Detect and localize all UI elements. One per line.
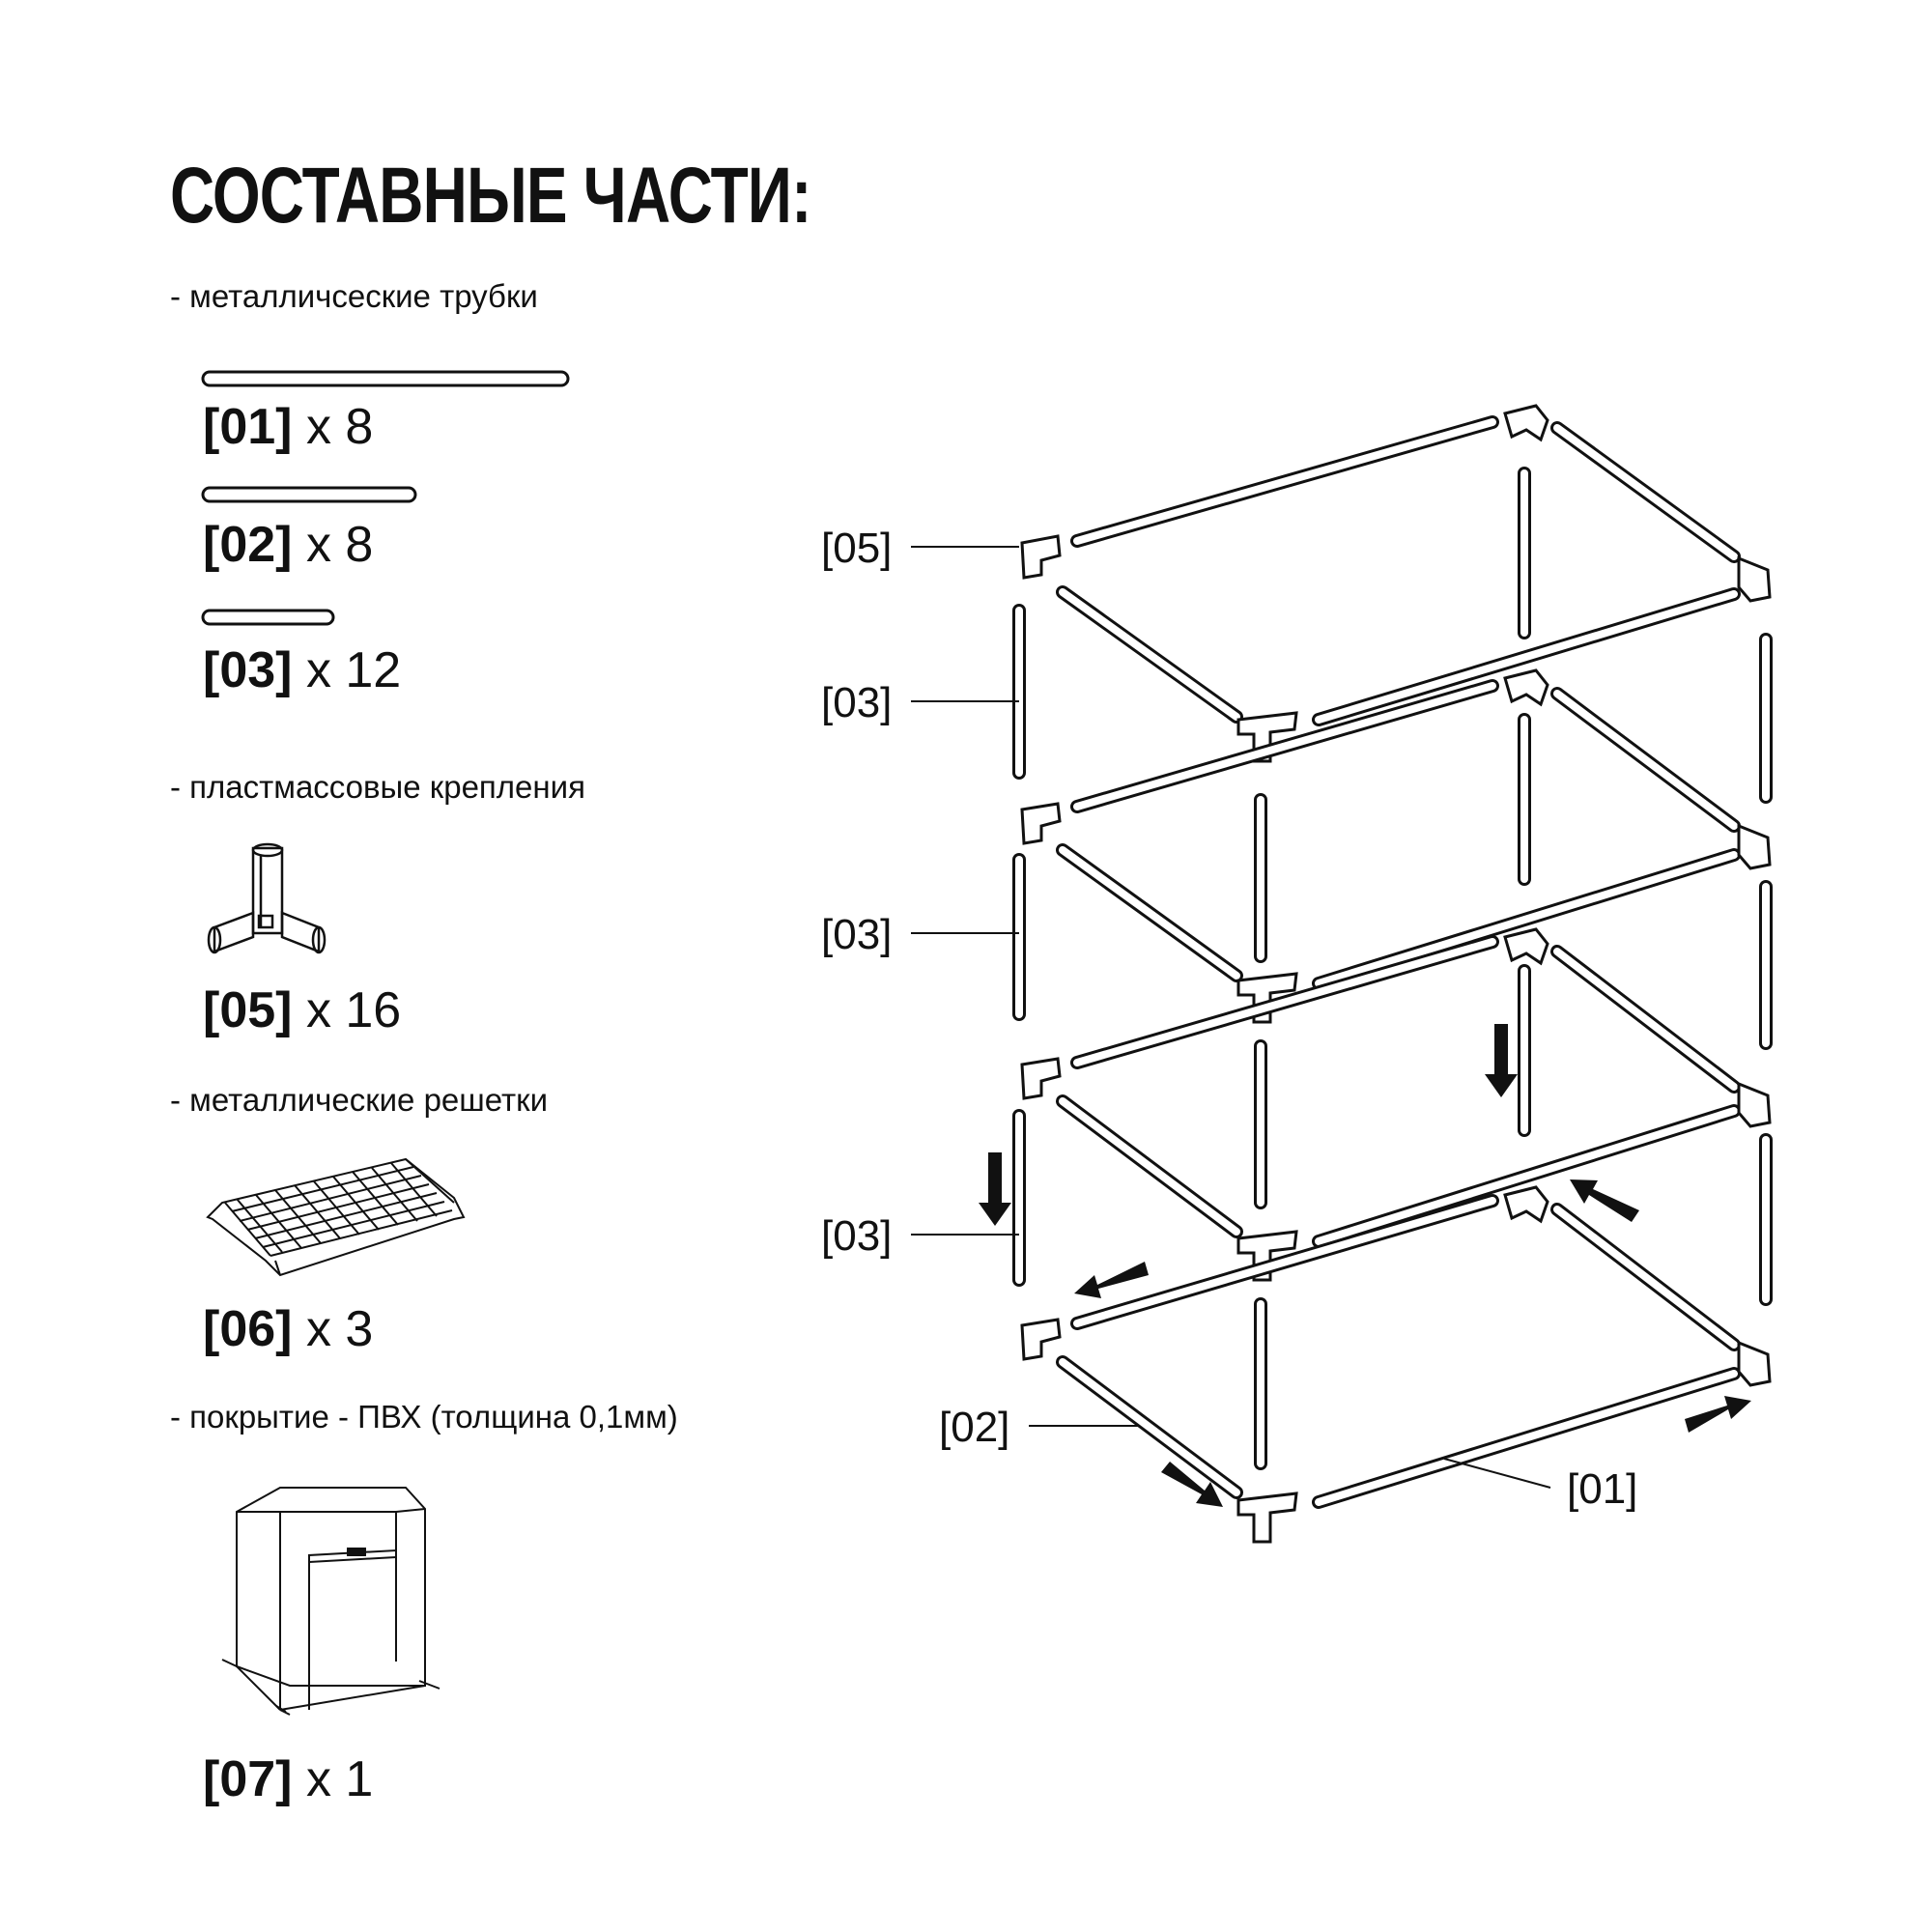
section-label-fasteners: - пластмассовые крепления <box>170 769 585 805</box>
part-code: [03] <box>203 642 293 698</box>
part-code: [01] <box>203 399 293 455</box>
part-qty-07: [07] x 1 <box>203 1750 373 1808</box>
connector-05-icon <box>207 842 327 954</box>
page-title: СОСТАВНЫЕ ЧАСТИ: <box>170 152 811 240</box>
part-count: x 1 <box>305 1751 374 1807</box>
part-count: x 8 <box>305 517 374 573</box>
section-label-grids: - металлические решетки <box>170 1082 549 1118</box>
callout-02: [02] <box>939 1404 1009 1451</box>
callout-03-top: [03] <box>821 679 892 726</box>
part-code: [05] <box>203 982 293 1038</box>
grid-06-icon <box>206 1157 466 1277</box>
tier-1 <box>1020 404 1772 763</box>
part-qty-06: [06] x 3 <box>203 1300 373 1358</box>
part-count: x 8 <box>305 399 374 455</box>
section-label-tubes: - металличсеские трубки <box>170 278 538 314</box>
callout-03-bottom: [03] <box>821 1212 892 1260</box>
tube-02-icon <box>201 486 417 503</box>
tier-4 <box>1020 1185 1772 1544</box>
tier-2 <box>1020 668 1772 1024</box>
part-code: [07] <box>203 1751 293 1807</box>
arrow-left-icon <box>1074 1262 1149 1298</box>
callout-03-middle: [03] <box>821 911 892 958</box>
callout-leaders <box>911 546 1551 1489</box>
part-code: [06] <box>203 1301 293 1357</box>
arrow-upleft-icon <box>1570 1179 1639 1222</box>
callout-01: [01] <box>1567 1465 1637 1513</box>
arrow-upright-icon <box>1685 1396 1751 1433</box>
arrow-downright-icon <box>1161 1462 1223 1507</box>
part-qty-03: [03] x 12 <box>203 641 401 699</box>
tube-03-icon <box>201 609 335 626</box>
section-label-cover: - покрытие - ПВХ (толщина 0,1мм) <box>170 1399 678 1435</box>
tube-01-icon <box>201 370 570 387</box>
part-code: [02] <box>203 517 293 573</box>
assembly-diagram <box>1012 404 1773 1544</box>
part-count: x 3 <box>305 1301 374 1357</box>
part-qty-02: [02] x 8 <box>203 516 373 574</box>
callout-05: [05] <box>821 525 892 572</box>
direction-arrows <box>979 1024 1751 1507</box>
part-qty-01: [01] x 8 <box>203 398 373 456</box>
cover-07-icon <box>221 1487 440 1716</box>
part-qty-05: [05] x 16 <box>203 981 401 1039</box>
tier-3 <box>1020 927 1772 1282</box>
arrow-down-icon <box>1485 1024 1518 1097</box>
part-count: x 16 <box>305 982 402 1038</box>
part-count: x 12 <box>305 642 402 698</box>
arrow-down-icon <box>979 1152 1011 1226</box>
